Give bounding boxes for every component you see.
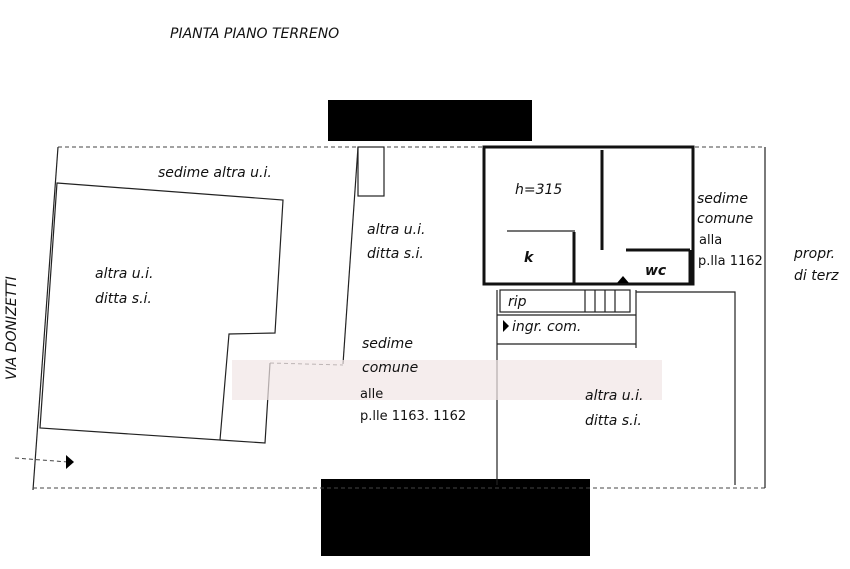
label-sedime-comune-3: alle [360,387,383,402]
label-left-unit-ditta: ditta s.i. [95,291,152,307]
entry-arrow-icon [617,276,629,283]
label-wc: wc [645,263,667,279]
label-kitchen: k [524,250,535,266]
access-arrow-icon [66,455,74,469]
label-entrance: ingr. com. [512,319,581,335]
redaction-bottom [321,479,590,556]
label-propr-2: di terz [794,268,839,284]
left-unit-outline [39,182,284,441]
label-mid-unit-ditta: ditta s.i. [367,246,424,262]
label-left-unit: altra u.i. [95,266,153,282]
label-sedime-comune-2: comune [362,360,418,376]
label-sedime-altra: sedime altra u.i. [158,165,272,181]
label-right-sedime: sedime [697,191,748,207]
label-sedime-comune: sedime [362,336,413,352]
label-lower-unit-ditta: ditta s.i. [585,413,642,429]
label-right-sedime-3: alla [699,233,722,248]
label-mid-unit: altra u.i. [367,222,425,238]
plan-title: PIANTA PIANO TERRENO [170,26,339,42]
blurred-watermark [232,360,662,400]
apartment-plan [482,145,695,348]
label-lower-unit: altra u.i. [585,388,643,404]
label-right-sedime-4: p.lla 1162 [698,254,763,269]
site-boundary [32,146,766,491]
label-sedime-comune-4: p.lle 1163. 1162 [360,409,466,424]
label-rip: rip [508,294,527,310]
entrance-arrow-icon [503,320,509,332]
redaction-top [328,100,532,141]
street-label: VIA DONIZETTI [4,276,20,380]
lower-unit-outline [636,291,736,485]
label-height: h=315 [515,182,562,198]
access-line [14,457,69,463]
label-propr: propr. [793,246,835,262]
label-right-sedime-2: comune [697,211,753,227]
